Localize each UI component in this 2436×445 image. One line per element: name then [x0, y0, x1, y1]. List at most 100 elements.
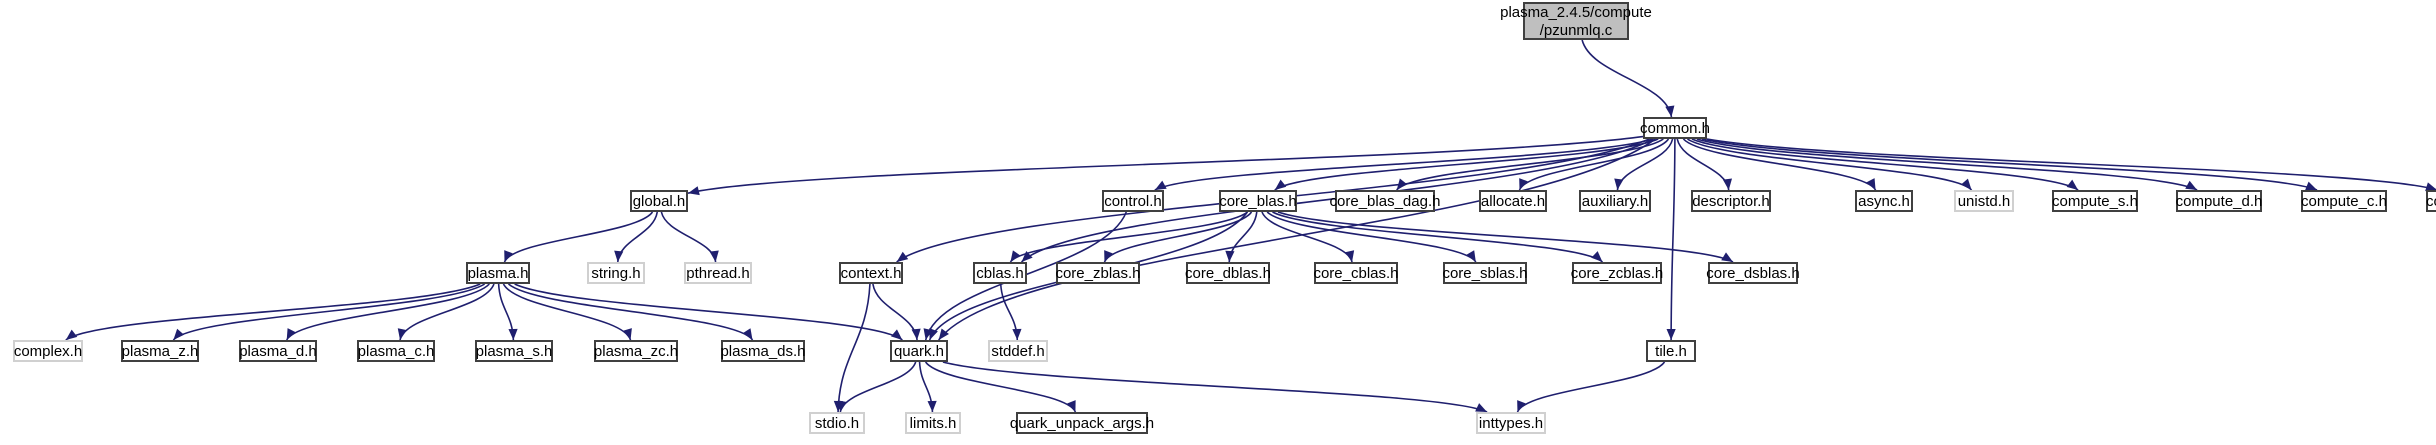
node-box-stddef[interactable] — [988, 340, 1048, 362]
edge-arrowhead — [742, 328, 753, 340]
dependency-edge — [1261, 211, 1353, 263]
node-box-async[interactable] — [1855, 190, 1913, 212]
graph-node-quark_unpack[interactable]: quark_unpack_args.h — [1010, 412, 1154, 434]
node-box-core_cblas[interactable] — [1314, 262, 1398, 284]
graph-node-root[interactable]: plasma_2.4.5/compute/pzunmlq.c — [1500, 2, 1652, 40]
graph-node-cblas[interactable]: cblas.h — [973, 262, 1027, 284]
graph-node-stdio[interactable]: stdio.h — [809, 412, 865, 434]
edge-arrowhead — [508, 328, 518, 340]
node-box-compute_s[interactable] — [2052, 190, 2138, 212]
graph-node-core_blas[interactable]: core_blas.h — [1219, 190, 1297, 212]
node-box-quark_unpack[interactable] — [1016, 412, 1148, 434]
graph-node-core_sblas[interactable]: core_sblas.h — [1442, 262, 1528, 284]
node-box-core_zcblas[interactable] — [1572, 262, 1662, 284]
node-box-plasma_zc[interactable] — [594, 340, 678, 362]
graph-node-plasma_c[interactable]: plasma_c.h — [357, 340, 435, 362]
graph-node-plasma[interactable]: plasma.h — [466, 262, 530, 284]
graph-node-compute_z[interactable]: compute_z.h — [2426, 190, 2436, 212]
graph-node-core_zblas[interactable]: core_zblas.h — [1055, 262, 1141, 284]
node-box-context[interactable] — [839, 262, 903, 284]
graph-node-complex[interactable]: complex.h — [13, 340, 83, 362]
node-box-plasma_c[interactable] — [357, 340, 435, 362]
graph-node-plasma_s[interactable]: plasma_s.h — [475, 340, 553, 362]
graph-node-pthread[interactable]: pthread.h — [684, 262, 752, 284]
graph-node-tile[interactable]: tile.h — [1646, 340, 1696, 362]
dependency-edge — [924, 361, 1077, 413]
graph-node-allocate[interactable]: allocate.h — [1479, 190, 1547, 212]
graph-node-core_blas_dag[interactable]: core_blas_dag.h — [1330, 190, 1441, 212]
graph-node-core_dsblas[interactable]: core_dsblas.h — [1706, 262, 1800, 284]
node-box-plasma_d[interactable] — [239, 340, 317, 362]
dependency-edge — [507, 283, 754, 341]
edge-arrowhead — [1475, 403, 1488, 412]
node-box-unistd[interactable] — [1954, 190, 2014, 212]
edge-arrowhead — [1104, 250, 1113, 262]
dependency-edge — [687, 135, 1644, 194]
node-label-common: common.h — [1640, 120, 1710, 137]
graph-node-core_dblas[interactable]: core_dblas.h — [1185, 262, 1271, 284]
graph-node-unistd[interactable]: unistd.h — [1954, 190, 2014, 212]
node-label-plasma: plasma.h — [468, 265, 529, 282]
edge-arrowhead — [1225, 250, 1235, 262]
graph-node-async[interactable]: async.h — [1855, 190, 1913, 212]
graph-node-plasma_d[interactable]: plasma_d.h — [239, 340, 317, 362]
graph-node-descriptor[interactable]: descriptor.h — [1691, 190, 1771, 212]
graph-node-global[interactable]: global.h — [630, 190, 688, 212]
edge-arrowhead — [688, 186, 700, 196]
node-box-core_sblas[interactable] — [1443, 262, 1527, 284]
node-label-auxiliary: auxiliary.h — [1582, 193, 1648, 210]
graph-node-compute_d[interactable]: compute_d.h — [2176, 190, 2263, 212]
graph-node-compute_s[interactable]: compute_s.h — [2052, 190, 2138, 212]
node-box-core_dblas[interactable] — [1186, 262, 1270, 284]
node-box-global[interactable] — [630, 190, 688, 212]
node-label-compute_c: compute_c.h — [2301, 193, 2387, 210]
node-box-allocate[interactable] — [1479, 190, 1547, 212]
node-box-descriptor[interactable] — [1691, 190, 1771, 212]
node-box-control[interactable] — [1102, 190, 1164, 212]
node-box-quark[interactable] — [890, 340, 948, 362]
node-box-tile[interactable] — [1646, 340, 1696, 362]
node-label-inttypes: inttypes.h — [1479, 415, 1543, 432]
node-box-compute_z[interactable] — [2426, 190, 2436, 212]
graph-node-core_zcblas[interactable]: core_zcblas.h — [1571, 262, 1664, 284]
graph-node-control[interactable]: control.h — [1102, 190, 1164, 212]
edge-arrowhead — [1866, 178, 1876, 190]
graph-node-inttypes[interactable]: inttypes.h — [1476, 412, 1546, 434]
node-box-compute_d[interactable] — [2176, 190, 2262, 212]
node-box-auxiliary[interactable] — [1579, 190, 1651, 212]
node-box-string[interactable] — [587, 262, 645, 284]
node-box-plasma[interactable] — [466, 262, 530, 284]
graph-node-quark[interactable]: quark.h — [890, 340, 948, 362]
edge-arrowhead — [1960, 178, 1972, 190]
graph-node-context[interactable]: context.h — [839, 262, 903, 284]
graph-node-string[interactable]: string.h — [587, 262, 645, 284]
graph-node-plasma_ds[interactable]: plasma_ds.h — [720, 340, 806, 362]
graph-node-compute_c[interactable]: compute_c.h — [2301, 190, 2387, 212]
graph-node-plasma_zc[interactable]: plasma_zc.h — [594, 340, 678, 362]
node-box-cblas[interactable] — [973, 262, 1027, 284]
node-box-core_zblas[interactable] — [1056, 262, 1140, 284]
node-box-inttypes[interactable] — [1476, 412, 1546, 434]
node-box-stdio[interactable] — [809, 412, 865, 434]
node-box-compute_c[interactable] — [2301, 190, 2387, 212]
graph-node-auxiliary[interactable]: auxiliary.h — [1579, 190, 1651, 212]
node-box-plasma_z[interactable] — [121, 340, 199, 362]
graph-node-limits[interactable]: limits.h — [905, 412, 961, 434]
graph-node-core_cblas[interactable]: core_cblas.h — [1313, 262, 1399, 284]
node-box-core_dsblas[interactable] — [1708, 262, 1798, 284]
node-box-root[interactable] — [1523, 2, 1629, 40]
node-box-common[interactable] — [1643, 117, 1707, 139]
node-box-core_blas_dag[interactable] — [1335, 190, 1435, 212]
node-box-plasma_s[interactable] — [475, 340, 553, 362]
node-box-complex[interactable] — [13, 340, 83, 362]
graph-node-common[interactable]: common.h — [1640, 117, 1710, 139]
graph-node-stddef[interactable]: stddef.h — [988, 340, 1048, 362]
node-box-limits[interactable] — [905, 412, 961, 434]
graph-node-plasma_z[interactable]: plasma_z.h — [121, 340, 199, 362]
edge-arrowhead — [2185, 180, 2198, 190]
node-box-plasma_ds[interactable] — [721, 340, 805, 362]
node-box-core_blas[interactable] — [1219, 190, 1297, 212]
edge-arrowhead — [1067, 400, 1076, 412]
node-label-quark: quark.h — [894, 343, 944, 360]
node-box-pthread[interactable] — [684, 262, 752, 284]
